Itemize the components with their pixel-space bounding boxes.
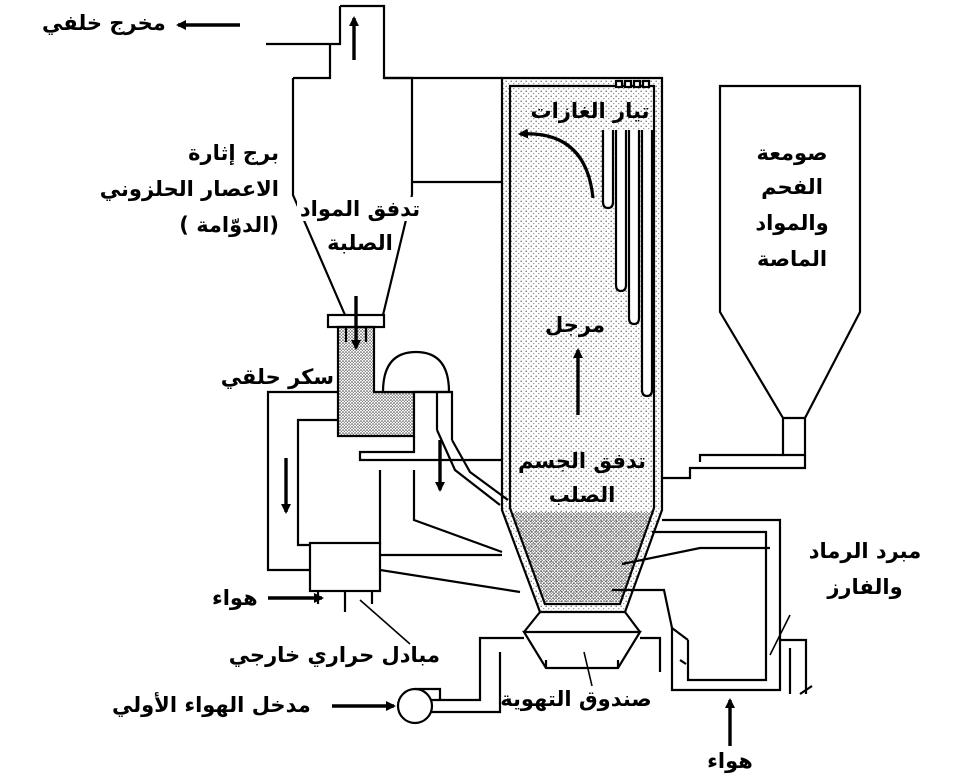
ring-seal-label: سكر حلقي (220, 365, 334, 389)
primary-air-inlet-label: مدخل الهواء الأولي (112, 693, 311, 717)
air-bottom-label: هواء (707, 749, 753, 773)
boiler-label: مرجل (545, 313, 605, 337)
coal-silo-label-2: الفحم (761, 175, 823, 199)
exchanger-pipes (266, 390, 503, 572)
coal-silo (662, 84, 862, 480)
loop-seal (336, 325, 509, 506)
air-left-label: هواء (212, 586, 258, 610)
solid-body-flow-label-2: الصلب (548, 483, 616, 507)
solids-flow-label-2: الصلبة (294, 230, 426, 257)
cyclone (266, 4, 502, 329)
rear-outlet-label: مخرج خلفي (42, 11, 166, 35)
gas-stream-label: تيار الغازات (530, 99, 650, 123)
cyclone-tower-label-1: برج إثارة (188, 141, 279, 165)
coal-silo-label-1: صومعة (756, 141, 828, 165)
heat-tubes (601, 130, 654, 398)
ash-cooler-label-2: والفارز (827, 575, 903, 599)
cyclone-tower-label-3: (الدوّامة ) (179, 213, 279, 237)
leader-lines (359, 599, 791, 687)
flow-arrows (176, 16, 735, 746)
coal-silo-label-4: الماصة (756, 247, 828, 271)
coal-silo-label-3: والمواد (755, 211, 829, 235)
ash-cooler-label-1: مبرد الرماد (808, 539, 922, 563)
gas-flow-curve-arrow (518, 128, 595, 199)
ash-cooler-box (612, 518, 813, 695)
external-heat-exchanger-label: مبادل حراري خارجي (228, 643, 440, 667)
windbox (430, 611, 662, 714)
external-heat-exchanger-box (308, 541, 521, 612)
solid-body-flow-label-1: تدفق الجسم (517, 449, 647, 473)
cyclone-tower-label-2: الاعصار الحلزوني (99, 177, 279, 201)
windbox-label: صندوق التهوية (500, 687, 652, 711)
solids-flow-label-1: تدفق المواد (294, 196, 426, 223)
primary-air-fan (396, 687, 434, 725)
